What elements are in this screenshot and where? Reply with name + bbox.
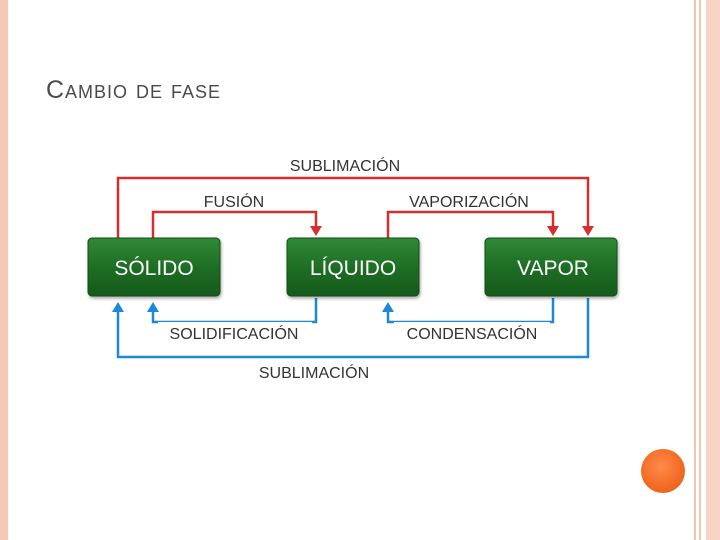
solidification-label: SOLIDIFICACIÓN (170, 324, 299, 343)
condensation-label: CONDENSACIÓN (407, 324, 538, 343)
state-label-vapor: VAPOR (517, 257, 589, 280)
vaporization-label: VAPORIZACIÓN (409, 192, 529, 211)
left-border-stripe (0, 0, 8, 540)
label-bg (394, 322, 550, 342)
state-label-solid: SÓLIDO (114, 257, 193, 280)
blue-arrowheads (112, 302, 394, 312)
label-bg (194, 190, 274, 210)
condensation-arrow (386, 298, 555, 324)
state-label-liquid: LÍQUIDO (310, 257, 396, 280)
sublimation-bottom-arrow (116, 298, 590, 359)
orange-circle-decoration (641, 449, 685, 493)
arrowhead-condensation (382, 302, 394, 312)
fusion-arrow (151, 210, 318, 238)
state-box-solid (87, 237, 221, 297)
fusion-label: FUSIÓN (204, 192, 264, 211)
arrowhead-vaporization (547, 226, 559, 236)
label-bg (158, 322, 312, 342)
arrowhead-fusion (310, 226, 322, 236)
arrowhead-sublimation-bottom (112, 302, 124, 312)
label-bg (396, 190, 544, 210)
solidification-arrow (151, 298, 318, 324)
arrowhead-solidification (147, 302, 159, 312)
slide-title: Cambio de fase (46, 76, 221, 104)
vaporization-arrow (386, 210, 555, 238)
arrowhead-sublimation-top (582, 226, 594, 236)
label-bg (276, 154, 414, 174)
right-border-stripes (690, 0, 720, 540)
red-arrowheads (310, 226, 594, 236)
sublimation-bottom-label: SUBLIMACIÓN (259, 363, 369, 382)
sublimation-top-arrow (116, 176, 590, 238)
state-box-vapor (484, 237, 618, 297)
sublimation-top-label: SUBLIMACIÓN (290, 156, 400, 175)
red-arrows (116, 176, 590, 238)
state-box-liquid (286, 237, 420, 297)
